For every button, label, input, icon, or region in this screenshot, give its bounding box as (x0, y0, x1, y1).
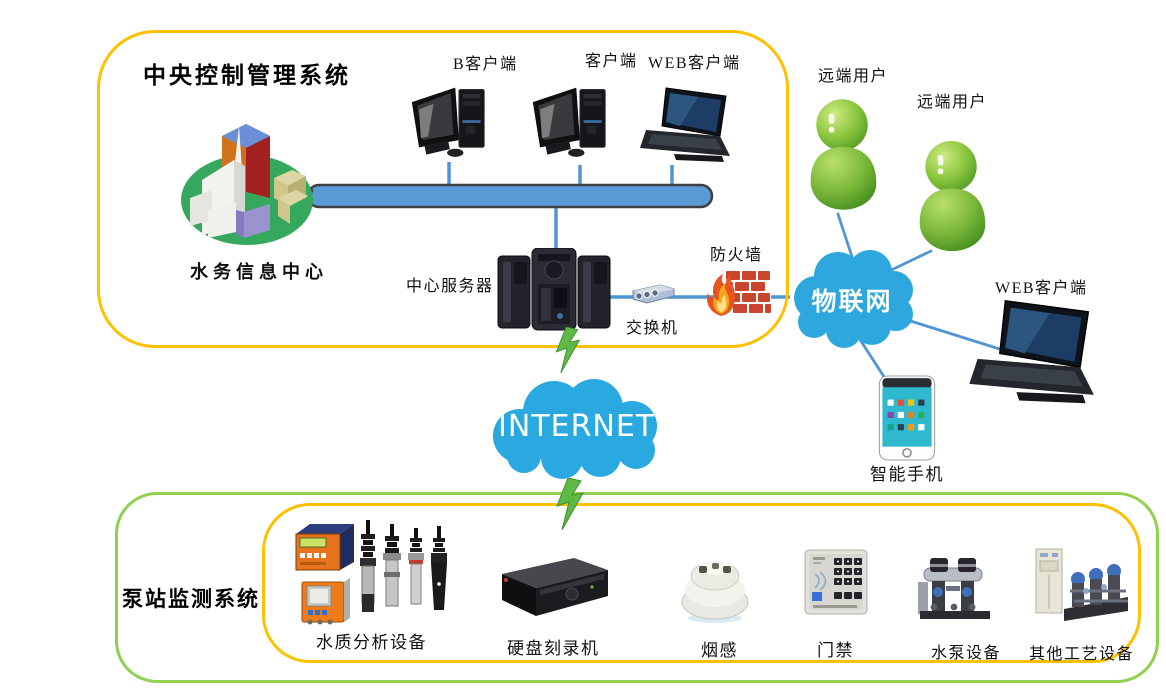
access-control-icon (803, 548, 869, 618)
pump-station-title: 泵站监测系统 (122, 587, 260, 611)
remote-web-client-label: WEB客户端 (995, 280, 1088, 297)
pump-station-box (115, 492, 1159, 683)
server-stack-icon (496, 248, 612, 332)
remote-user-label: 远端用户 (818, 68, 889, 85)
pump-station-inner-box (262, 503, 1141, 663)
laptop-icon (636, 86, 736, 164)
desktop-computer-icon (410, 82, 496, 162)
laptop-icon (963, 298, 1103, 406)
access-control-label: 门禁 (817, 641, 854, 660)
iot-cloud-label: 物联网 (811, 287, 893, 316)
internet-cloud (482, 372, 670, 480)
lightning-bolt-icon (551, 327, 583, 373)
dvr-label: 硬盘刻录机 (507, 639, 600, 658)
central-system-title: 中央控制管理系统 (143, 63, 351, 88)
other-equipment-label: 其他工艺设备 (1029, 646, 1135, 663)
client-b-label: B客户端 (453, 56, 518, 73)
desktop-computer-icon (531, 82, 617, 162)
client-label: 客户端 (585, 53, 638, 70)
firewall-label: 防火墙 (710, 247, 763, 264)
firewall-icon (703, 266, 773, 320)
water-quality-equipment-icon (288, 520, 453, 626)
smartphone-label: 智能手机 (870, 465, 944, 484)
lightning-bolt-icon (552, 478, 586, 530)
water-pump-label: 水泵设备 (931, 645, 1002, 662)
remote-user-label: 远端用户 (917, 94, 988, 111)
server-label: 中心服务器 (406, 278, 494, 295)
internet-cloud-label: INTERNET (498, 409, 656, 444)
building-illustration (178, 94, 318, 246)
smoke-detector-label: 烟感 (701, 641, 738, 660)
water-quality-label: 水质分析设备 (316, 633, 427, 652)
web-client-label: WEB客户端 (648, 55, 741, 72)
smartphone-icon (878, 375, 936, 461)
iot-cloud (786, 246, 918, 348)
smoke-detector-icon (675, 548, 755, 626)
info-center-label: 水务信息中心 (190, 262, 328, 282)
remote-user-icon (803, 97, 883, 212)
other-equipment-icon (1030, 545, 1133, 625)
central-system-box (97, 30, 789, 348)
dvr-icon (494, 552, 614, 630)
water-pump-icon (916, 552, 996, 630)
network-switch-icon (630, 282, 676, 308)
remote-user-icon (911, 139, 993, 253)
switch-label: 交换机 (626, 320, 679, 337)
